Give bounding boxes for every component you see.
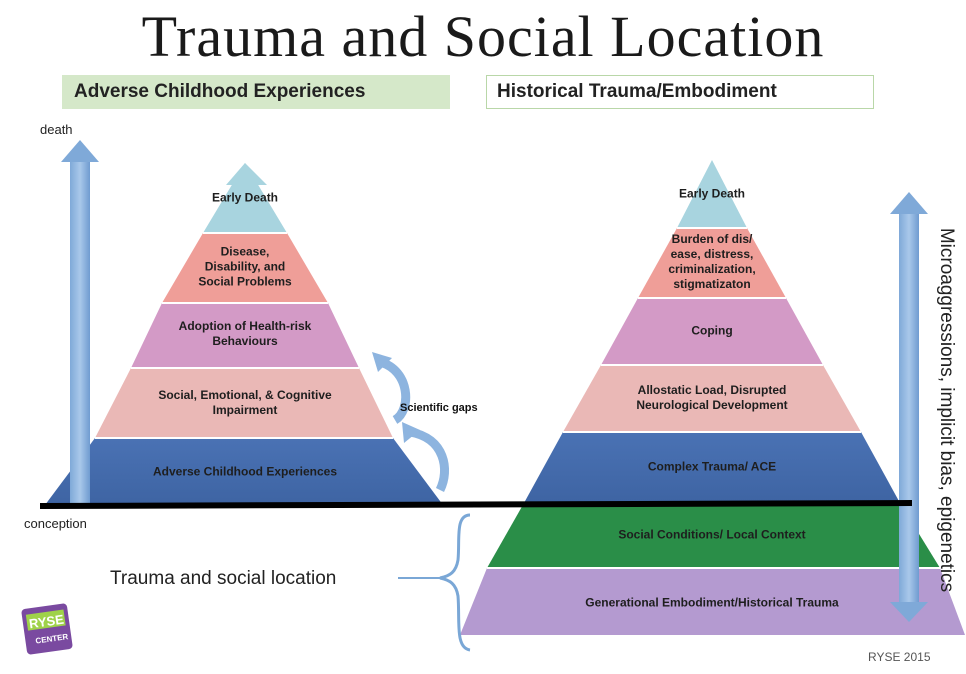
left-up-arrow: [61, 140, 99, 505]
curly-brace: [439, 513, 471, 652]
right-level-generational: [460, 568, 965, 635]
page-title: Trauma and Social Location: [141, 4, 825, 69]
right-label-allostatic: Allostatic Load, Disrupted Neurological …: [636, 383, 788, 412]
logo-text-ryse: RYSE: [28, 612, 65, 632]
right-level-complex-trauma: [524, 432, 900, 503]
right-label-complex-trauma: Complex Trauma/ ACE: [647, 459, 777, 474]
left-level-disease: [162, 233, 328, 303]
axis-death-label: death: [40, 122, 73, 137]
right-level-social-conditions: [487, 503, 940, 568]
right-label-social-conditions: Social Conditions/ Local Context: [618, 527, 806, 542]
conception-baseline: [39, 500, 913, 509]
scientific-gaps-label: Scientific gaps: [400, 402, 478, 414]
brace-label: Trauma and social location: [110, 568, 337, 589]
ryse-logo: RYSE CENTER: [21, 603, 73, 655]
right-level-coping: [601, 298, 823, 365]
axis-conception-label: conception: [24, 516, 87, 531]
right-level-burden: [638, 228, 786, 298]
gap-arrow-upper: [372, 352, 411, 424]
right-level-allostatic: [563, 365, 861, 432]
side-label-microaggressions: Microaggressions, implicit bias, epigene…: [936, 227, 957, 593]
left-level-health-risk: [131, 303, 359, 368]
right-label-generational: Generational Embodiment/Historical Traum…: [585, 595, 839, 610]
left-label-early-death: Early Death: [211, 190, 279, 205]
right-level-early-death: [677, 160, 747, 228]
left-level-impairment: [95, 368, 393, 438]
header-ace: Adverse Childhood Experiences: [62, 75, 450, 109]
gap-arrow-lower: [402, 422, 450, 493]
credit-text: RYSE 2015: [868, 650, 931, 664]
left-label-impairment: Social, Emotional, & Cognitive Impairmen…: [158, 388, 332, 417]
left-label-disease: Disease, Disability, and Social Problems: [198, 244, 292, 289]
right-label-early-death: Early Death: [678, 186, 746, 201]
right-label-coping: Coping: [691, 323, 733, 338]
right-label-burden: Burden of dis/ ease, distress, criminali…: [668, 232, 756, 291]
left-label-ace: Adverse Childhood Experiences: [152, 464, 338, 479]
header-historical-trauma: Historical Trauma/Embodiment: [486, 75, 874, 109]
left-level-early-death-full: [203, 163, 287, 233]
left-level-ace: [45, 438, 443, 505]
left-label-health-risk: Adoption of Health-risk Behaviours: [178, 319, 312, 348]
